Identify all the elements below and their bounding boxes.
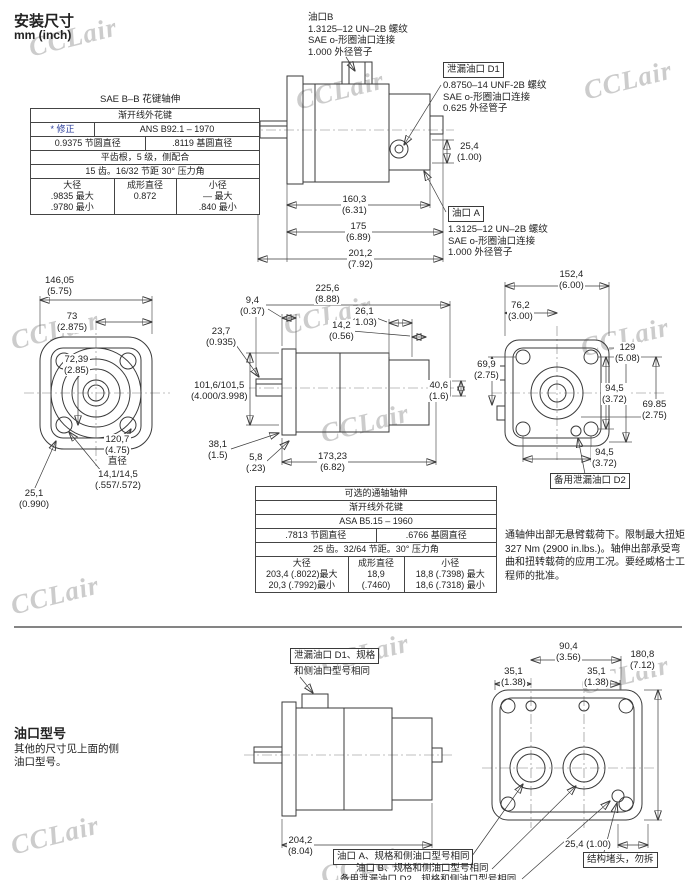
dim-73: 73 (2.875) [56, 311, 89, 333]
bottom-side-view [244, 676, 452, 848]
dim-14-2: 14,2 (0.56) [328, 320, 355, 342]
thru-shaft-torque-note: 通轴伸出部无悬臂载荷下。限制最大扭矩 327 Nm (2900 in.lbs.)… [505, 530, 685, 582]
table-row: 15 齿。16/32 节距 30° 压力角 [31, 165, 259, 179]
spline-thru-r1: 渐开线外花键 [348, 502, 403, 512]
spline-b-standard: ANS B92.1 – 1970 [139, 124, 215, 134]
bottom-spare-d2-label: 备用泄漏油口 D2、规格和侧油口型号相同 [340, 874, 517, 880]
table-row: * 修正 ANS B92.1 – 1970 [31, 123, 259, 137]
port-a-label: 油口 A [448, 206, 484, 222]
spline-b-teeth: 15 齿。16/32 节距 30° 压力角 [85, 166, 205, 176]
dim-25-4-bottom: 25,4 (1.00) [564, 839, 612, 850]
spline-b-pitch-dia: 0.9375 节圆直径 [31, 137, 146, 150]
dim-175: 175 (6.89) [345, 221, 372, 243]
leak-port-d1-label: 泄漏油口 D1 [443, 62, 504, 78]
spline-b-major-dia: 大径 .9835 最大 .9780 最小 [31, 179, 115, 214]
dim-101-6: 101,6/101,5 (4.000/3.998) [190, 380, 249, 402]
bottom-rear-view [471, 656, 662, 880]
dim-25-1: 25,1 (0.990) [18, 488, 51, 510]
dim-14-1: 14,1/14,5 (.557/.572) [94, 469, 142, 491]
dim-76-2: 76,2 (3.00) [507, 300, 534, 322]
dim-38-1: 38,1 (1.5) [207, 439, 229, 461]
spline-b-minor-dia: 小径 — 最大 .840 最小 [198, 180, 237, 212]
spline-thru-base-dia: .6766 基圆直径 [405, 530, 467, 540]
dim-5-8: 5,8 (.23) [245, 452, 267, 474]
dim-204-2: 204,2 (8.04) [287, 835, 314, 857]
table-row: 大径 203,4 (.8022)最大 20,3 (.7992)最小 成形直径 1… [256, 557, 496, 592]
spline-table-b-title: SAE B–B 花键轴伸 [100, 94, 181, 105]
spare-leak-port-d2-label: 备用泄漏油口 D2 [550, 473, 630, 489]
dim-94-5-bottom: 94,5 (3.72) [591, 447, 618, 469]
dim-152-4: 152,4 (6.00) [558, 269, 585, 291]
dim-225-6: 225,6 (8.88) [314, 283, 341, 305]
port-a-spec: 1.3125–12 UN–2B 螺纹 SAE o-形圈油口连接 1.000 外径… [448, 224, 548, 258]
bottom-port-b-label: 油口 B、规格和侧油口型号相同 [356, 863, 489, 874]
spline-thru-pitch-dia: .7813 节圆直径 [256, 529, 377, 542]
table-row: 平齿根，5 级，侧配合 [31, 151, 259, 165]
dim-146-05: 146,05 (5.75) [44, 275, 76, 297]
bottom-leak-d1-label-2: 和侧油口型号相同 [294, 666, 371, 677]
port-type-heading: 油口型号 [14, 726, 67, 741]
spline-thru-standard: ASA B5.15 – 1960 [339, 516, 413, 526]
table-row: 渐开线外花键 [31, 109, 259, 123]
dim-23-7: 23,7 (0.935) [205, 326, 238, 348]
spline-b-revision: * 修正 [31, 123, 95, 136]
dim-25-4-top: 25,4 (1.00) [456, 141, 483, 163]
dim-94-5-right: 94,5 (3.72) [601, 383, 628, 405]
dim-26-1: 26,1 (1.03) [351, 306, 378, 328]
dim-90-4: 90,4 (3.56) [555, 641, 582, 663]
dim-9-4: 9,4 (0.37) [239, 295, 266, 317]
dim-69-9: 69,9 (2.75) [473, 359, 500, 381]
spline-b-root: 平齿根，5 级，侧配合 [100, 152, 190, 162]
construction-plug-label: 结构堵头，勿拆 [583, 852, 658, 868]
table-row: 渐开线外花键 [256, 501, 496, 515]
dim-35-1-right: 35,1 (1.38) [583, 666, 610, 688]
page-unit-note: mm (inch) [14, 28, 72, 42]
port-type-note: 其他的尺寸见上面的侧 油口型号。 [14, 743, 119, 768]
table-row: .7813 节圆直径 .6766 基圆直径 [256, 529, 496, 543]
port-b-callout: 油口B 1.3125–12 UN–2B 螺纹 SAE o-形圈油口连接 1.00… [308, 12, 408, 58]
dim-40-6: 40,6 (1.6) [428, 380, 450, 402]
spline-table-thru-shaft: 可选的通轴轴伸 渐开线外花键 ASA B5.15 – 1960 .7813 节圆… [255, 486, 497, 593]
table-row: ASA B5.15 – 1960 [256, 515, 496, 529]
spline-b-base-dia: .8119 基圆直径 [172, 138, 233, 148]
table-row: 大径 .9835 最大 .9780 最小 成形直径 0.872 小径 — 最大 … [31, 179, 259, 214]
bottom-leak-d1-label: 泄漏油口 D1、规格 [290, 648, 380, 664]
dim-72-39: 72,39 (2.85) [63, 354, 90, 376]
table-row: 25 齿。32/64 节距。30° 压力角 [256, 543, 496, 557]
dim-129: 129 (5.08) [614, 342, 641, 364]
spline-thru-teeth: 25 齿。32/64 节距。30° 压力角 [313, 544, 439, 554]
dim-120-7: 120,7 (4.75) 直径 [104, 434, 131, 467]
page-title: 安装尺寸 [14, 13, 75, 30]
leak-port-d1-spec: 0.8750–14 UNF-2B 螺纹 SAE o-形圈油口连接 0.625 外… [443, 80, 547, 114]
spline-thru-title: 可选的通轴轴伸 [344, 488, 408, 498]
spline-table-sae-bb: 渐开线外花键 * 修正 ANS B92.1 – 1970 0.9375 节圆直径… [30, 108, 260, 215]
table-row: 可选的通轴轴伸 [256, 487, 496, 501]
front-view [24, 296, 170, 491]
dim-201-2: 201,2 (7.92) [347, 248, 374, 270]
bottom-port-a-label: 油口 A、规格和侧油口型号相同 [333, 849, 474, 865]
spline-b-form-dia: 成形直径 0.872 [115, 179, 177, 214]
dim-173-23: 173,23 (6.82) [317, 451, 349, 473]
spline-thru-minor-dia: 小径 18,8 (.7398) 最大 18,6 (.7318) 最小 [415, 558, 485, 590]
spline-thru-form-dia: 成形直径 18,9 (.7460) [349, 557, 405, 592]
dim-180-8: 180,8 (7.12) [629, 649, 656, 671]
spline-thru-major-dia: 大径 203,4 (.8022)最大 20,3 (.7992)最小 [256, 557, 349, 592]
dim-35-1-left: 35,1 (1.38) [500, 666, 527, 688]
dim-69-85: 69.85 (2.75) [641, 399, 668, 421]
table-row: 0.9375 节圆直径 .8119 基圆直径 [31, 137, 259, 151]
dim-160-3: 160,3 (6.31) [341, 194, 368, 216]
spline-b-r1: 渐开线外花键 [117, 110, 172, 120]
